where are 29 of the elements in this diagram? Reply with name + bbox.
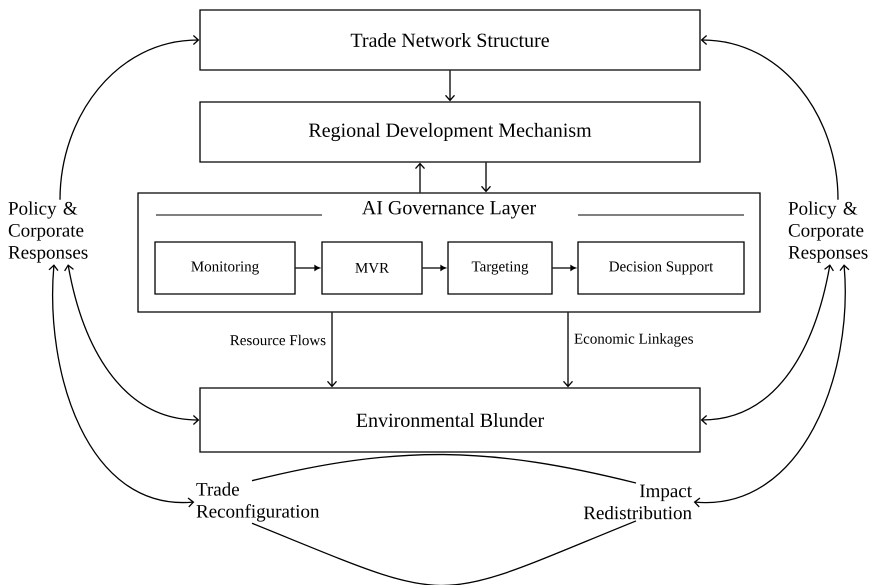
curved-arrow [59, 35, 200, 200]
side-label: Impact Redistribution [584, 484, 692, 520]
arrow [415, 162, 425, 192]
process-box: Regional Development Mechanism [199, 101, 701, 163]
process-box: Monitoring [154, 241, 296, 295]
process-box: Targeting [447, 241, 553, 295]
arrow [563, 312, 573, 388]
side-label: Policy & Corporate Responses [8, 201, 88, 263]
curved-arrow [64, 264, 200, 425]
arrow [445, 70, 455, 102]
connector-curve [252, 520, 636, 585]
arrow [481, 162, 491, 192]
process-box: MVR [321, 241, 423, 295]
arrow [422, 265, 446, 271]
curved-arrow [48, 264, 194, 508]
curved-arrow [700, 35, 839, 200]
process-box: Trade Network Structure [199, 9, 701, 71]
curved-arrow [694, 264, 850, 508]
arrow [296, 265, 320, 271]
process-box: Decision Support [577, 241, 745, 295]
side-label: Trade Reconfiguration [196, 482, 320, 522]
process-box: Environmental Blunder [199, 387, 701, 453]
curved-arrow [700, 264, 834, 425]
arrow [327, 312, 337, 388]
side-label: Policy & Corporate Responses [788, 201, 868, 263]
connector-curve [252, 454, 636, 484]
edge-label: Economic Linkages [574, 333, 693, 347]
edge-label: Resource Flows [230, 334, 326, 346]
arrow [552, 265, 576, 271]
